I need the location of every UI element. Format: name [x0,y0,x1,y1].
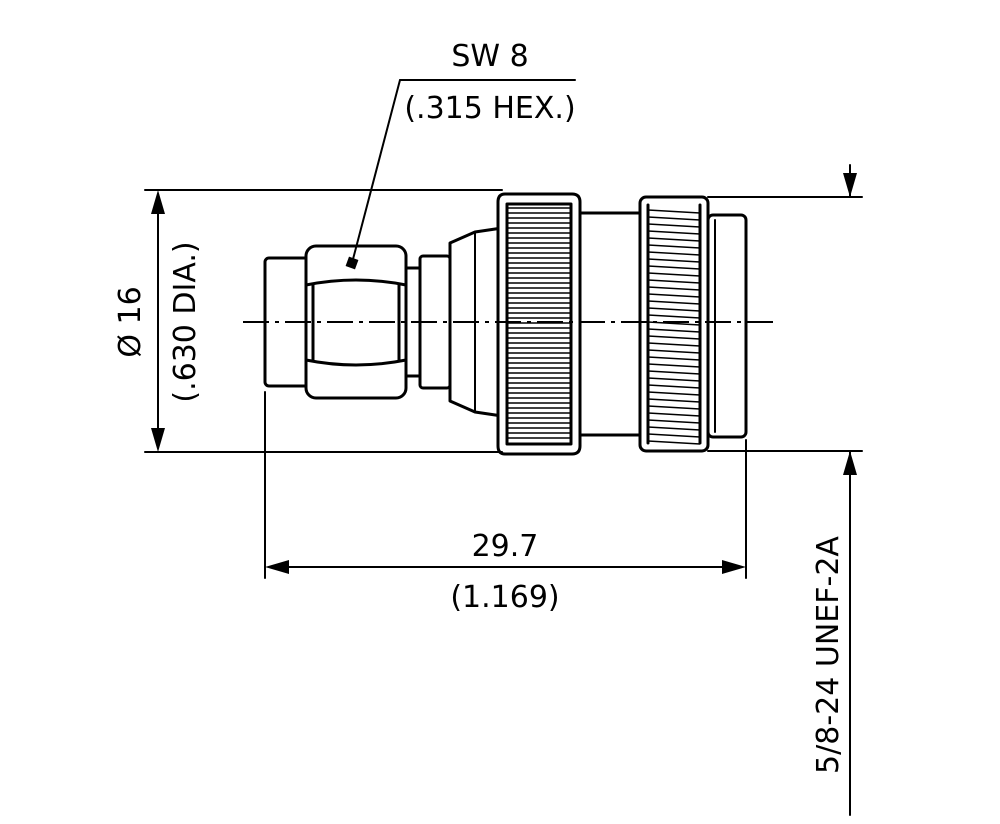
length-inch-label: (1.169) [450,580,559,615]
thread-line [647,335,701,340]
thread-line [647,363,701,368]
thread-line [647,440,701,445]
knurl-lines [507,207,571,439]
thread-line [647,300,701,305]
thread-line [647,419,701,424]
thread-line [647,237,701,242]
thread-line [647,384,701,389]
thread-line [647,230,701,235]
thread-line [647,223,701,228]
thread-line [647,370,701,375]
length-dimension: 29.7 (1.169) [264,391,747,615]
thread-line [647,342,701,347]
thread-line [647,307,701,312]
thread-line [647,258,701,263]
thread-line [647,279,701,284]
hex-size-label: SW 8 [451,39,528,74]
thread-spec-label: 5/8-24 UNEF-2A [811,536,846,774]
thread-line [647,391,701,396]
thread-line [647,426,701,431]
thread-line [647,412,701,417]
hex-callout: SW 8 (.315 HEX.) [351,39,576,264]
thread-line [647,209,701,214]
thread-lines [647,209,701,445]
jack-end [706,213,748,439]
threaded-section [638,195,710,453]
connector-body [243,192,775,456]
thread-line [647,272,701,277]
thread-line [647,356,701,361]
thread-line [647,244,701,249]
thread-line [647,433,701,438]
thread-line [647,377,701,382]
diameter-dimension: Ø 16 (.630 DIA.) [113,189,503,453]
thread-line [647,216,701,221]
knurled-coupling-nut [496,192,582,456]
thread-line [647,293,701,298]
main-body [578,211,642,437]
thread-line [647,286,701,291]
thread-line [647,405,701,410]
diameter-inch-label: (.630 DIA.) [168,241,203,402]
diameter-value-label: Ø 16 [113,286,148,357]
thread-line [647,328,701,333]
length-value-label: 29.7 [472,529,539,564]
thread-line [647,265,701,270]
thread-line [647,251,701,256]
thread-line [647,398,701,403]
thread-dimension: 5/8-24 UNEF-2A [707,164,863,816]
hex-size-inch-label: (.315 HEX.) [404,91,575,126]
thread-line [647,314,701,319]
thread-line [647,349,701,354]
